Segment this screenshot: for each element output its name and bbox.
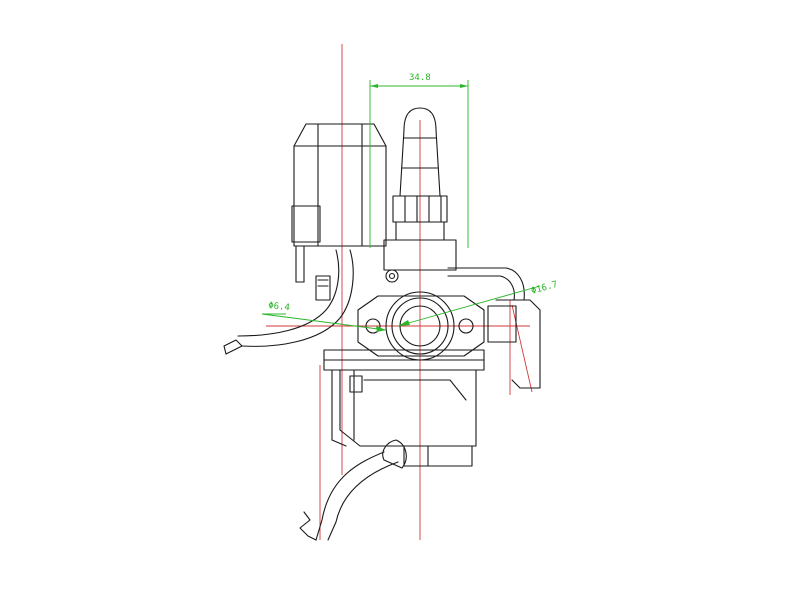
- dimension-lines: [261, 80, 541, 332]
- fuel-hoses-upper: [223, 249, 525, 355]
- right-bore-dimension-label: Φ16.7: [530, 280, 559, 297]
- width-dimension-label: 34.8: [409, 73, 431, 83]
- centerlines: [266, 44, 533, 540]
- choke-plunger: [383, 107, 457, 271]
- left-bore-dimension-label: Φ6.4: [268, 301, 291, 313]
- carburetor-body: [323, 349, 485, 447]
- electrical-connector: [291, 123, 387, 283]
- mounting-flange: [357, 291, 541, 389]
- fuel-hoses-lower: [299, 439, 473, 541]
